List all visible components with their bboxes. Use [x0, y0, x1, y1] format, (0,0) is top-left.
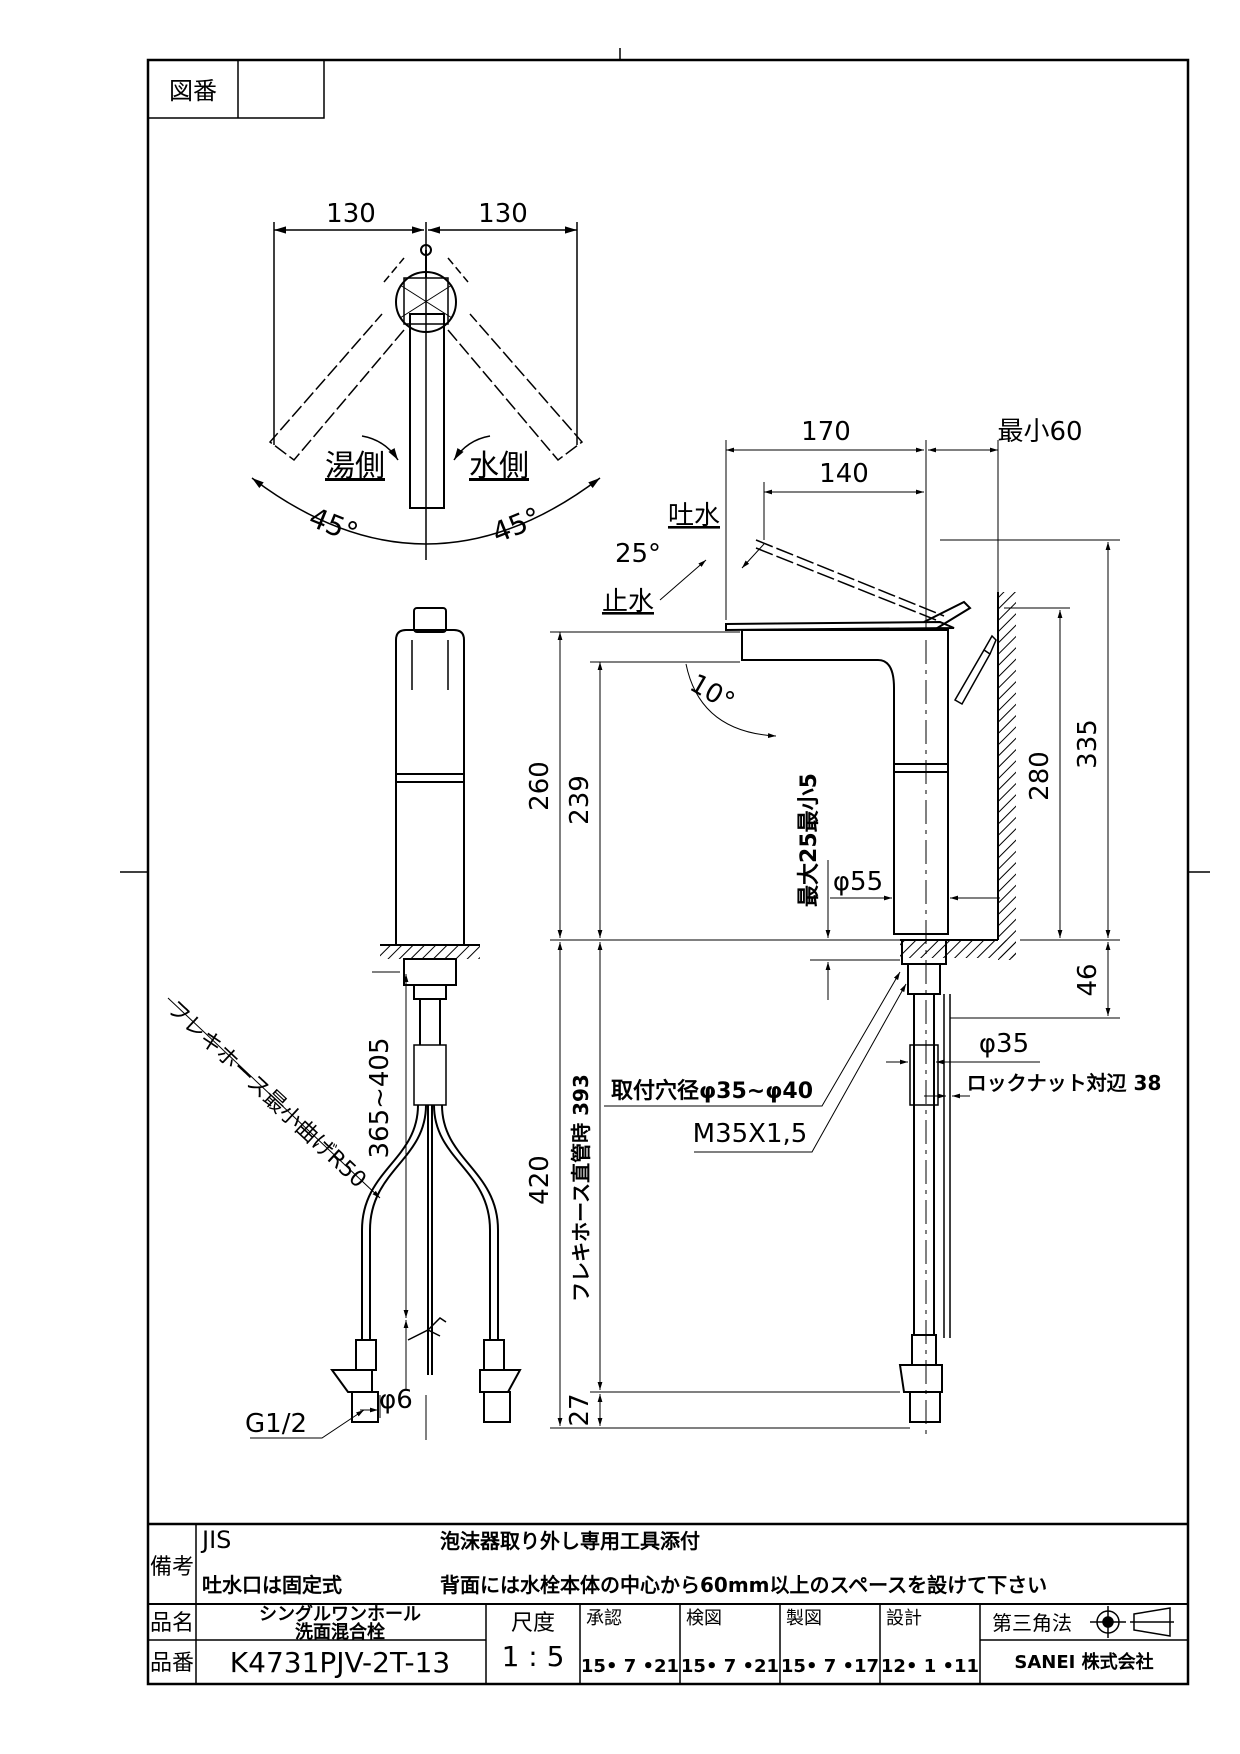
thread-g12: G1/2: [245, 1409, 307, 1439]
approve-label: 承認: [586, 1608, 622, 1629]
thread-spec: M35X1,5: [693, 1119, 808, 1149]
counter-thickness: 最大25最小5: [797, 773, 822, 907]
body-dia: φ55: [833, 867, 883, 897]
draft-label: 製図: [786, 1608, 822, 1629]
drawing-number-label: 図番: [169, 77, 217, 105]
side-view: [550, 440, 1120, 1440]
check-label: 検図: [686, 1608, 722, 1629]
dim-170: 170: [801, 417, 851, 447]
hose-bend-radius: フレキホース最小曲げR50: [162, 996, 371, 1193]
stop-label: 止水: [602, 587, 654, 617]
dim-335: 335: [1073, 719, 1103, 769]
remark-jis: JIS: [200, 1526, 231, 1554]
locknut: ロックナット対辺 38: [967, 1071, 1162, 1095]
min-clearance: 最小60: [997, 417, 1082, 447]
product-name-2: 洗面混合栓: [295, 1621, 385, 1643]
dim-239: 239: [565, 775, 595, 825]
check-date: 15• 7 •21: [681, 1656, 779, 1677]
outer-frame: [146, 58, 1190, 1686]
projection-method: 第三角法: [992, 1611, 1072, 1635]
dim-140: 140: [819, 459, 869, 489]
tilt-angle: 10°: [685, 669, 740, 718]
shank-dia: φ35: [979, 1029, 1029, 1059]
drawing-number-box: 図番: [147, 59, 325, 119]
front-view: [167, 607, 522, 1440]
angle-right: 45°: [487, 501, 545, 550]
dim-280: 280: [1025, 751, 1055, 801]
angle-left: 45°: [304, 501, 362, 550]
dim-420: 420: [525, 1155, 555, 1205]
top-dim-right: 130: [478, 199, 528, 229]
design-date: 12• 1 •11: [881, 1656, 979, 1677]
hot-side-label: 湯側: [325, 449, 385, 484]
remark-fixed-spout: 吐水口は固定式: [202, 1573, 342, 1597]
dim-260: 260: [525, 761, 555, 811]
title-block: [148, 1522, 1188, 1684]
remark-clearance: 背面には水栓本体の中心から60mm以上のスペースを設けて下さい: [440, 1573, 1047, 1597]
mount-hole: 取付穴径φ35~φ40: [611, 1078, 813, 1104]
scale-label: 尺度: [511, 1611, 555, 1636]
top-view: [251, 222, 601, 560]
product-name-1: シングルワンホール: [259, 1603, 421, 1625]
top-dim-left: 130: [326, 199, 376, 229]
hose-length-range: 365~405: [365, 1037, 395, 1158]
dim-46: 46: [1073, 963, 1103, 996]
hose-straight: フレキホース直管時 393: [569, 1074, 593, 1302]
company-name: SANEI 株式会社: [1014, 1651, 1153, 1673]
draft-date: 15• 7 •17: [781, 1656, 879, 1677]
number-label: 品番: [150, 1651, 194, 1676]
hose-dia: φ6: [379, 1385, 413, 1415]
design-label: 設計: [886, 1608, 922, 1629]
name-label: 品名: [150, 1611, 194, 1636]
approve-date: 15• 7 •21: [581, 1656, 679, 1677]
cold-side-label: 水側: [469, 449, 529, 484]
lever-angle: 25°: [615, 539, 661, 569]
dim-27: 27: [565, 1393, 595, 1426]
remark-tool: 泡沫器取り外し専用工具添付: [440, 1529, 700, 1553]
spout-label: 吐水: [668, 501, 720, 531]
remarks-label: 備考: [150, 1555, 194, 1580]
scale-value: 1 : 5: [502, 1640, 565, 1673]
product-number: K4731PJV-2T-13: [230, 1646, 450, 1679]
